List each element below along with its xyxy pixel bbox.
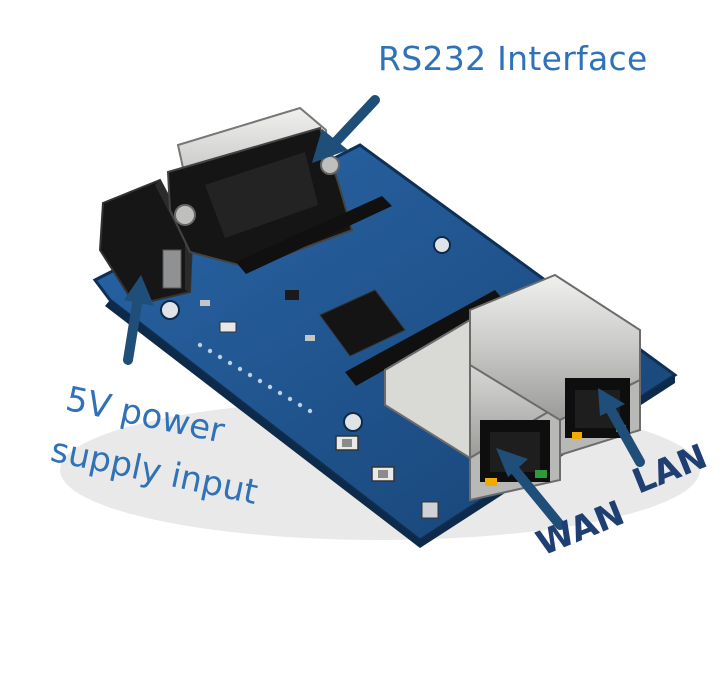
pin-header-bottom — [345, 290, 505, 386]
mounting-hole — [343, 412, 363, 432]
smd-component — [285, 290, 299, 300]
pin-header-top — [236, 196, 392, 274]
default-jumper — [421, 501, 439, 519]
rs232-interface-label: RS232 Interface — [378, 39, 648, 78]
exit-default-button — [335, 435, 359, 451]
ant-marking — [219, 321, 237, 333]
via-row — [197, 342, 313, 414]
wps-default-button — [371, 466, 395, 482]
mounting-hole — [433, 236, 451, 254]
arrow-wan — [496, 448, 565, 530]
smd-component — [305, 335, 315, 341]
arrow-rs232 — [312, 95, 380, 163]
arrow-power — [123, 275, 154, 365]
arrow-lan — [598, 388, 645, 467]
smd-component — [200, 300, 210, 306]
mounting-hole — [160, 300, 180, 320]
pcb-edge — [105, 300, 420, 548]
ic-chip — [319, 289, 406, 357]
